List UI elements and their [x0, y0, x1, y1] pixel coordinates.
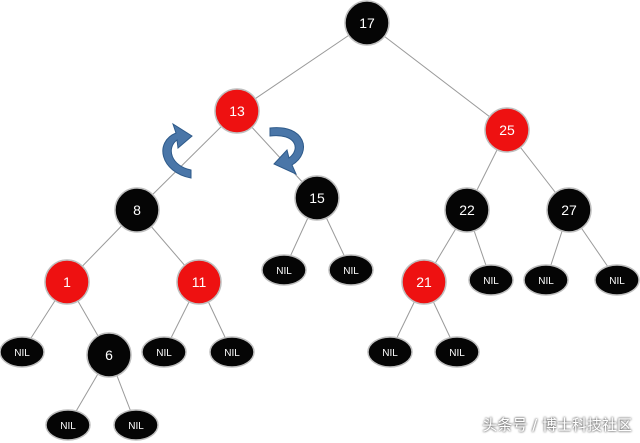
nil-label: NIL: [609, 276, 625, 287]
nil-leaf-shape: [523, 264, 569, 296]
node-label: 6: [105, 347, 113, 363]
nil-leaf-shape: [468, 264, 514, 296]
node-circle: [294, 175, 340, 221]
left-rotation-arrow-icon: [162, 122, 193, 179]
nil-leaf-shape: [45, 409, 91, 441]
tree-node-11: 11: [176, 259, 222, 305]
nil-leaf-shape: [434, 336, 480, 368]
nil-leaf-shape: [328, 254, 374, 286]
node-label: 11: [192, 274, 207, 290]
nil-leaf: NIL: [209, 336, 255, 368]
node-circle: [484, 107, 530, 153]
tree-node-1: 1: [44, 259, 90, 305]
tree-node-21: 21: [401, 259, 447, 305]
edge-n17-n13: [236, 22, 368, 112]
nil-leaf: NIL: [523, 264, 569, 296]
nil-leaf: NIL: [141, 336, 187, 368]
nil-label: NIL: [483, 276, 499, 287]
tree-node-27: 27: [546, 187, 592, 233]
node-label: 13: [229, 103, 245, 119]
edge-n17-n25: [366, 22, 508, 131]
nil-leaf-shape: [261, 254, 307, 286]
node-label: 15: [309, 190, 325, 206]
nil-label: NIL: [156, 348, 172, 359]
nil-leaf-shape: [209, 336, 255, 368]
nil-leaf-shape: [0, 336, 45, 368]
tree-node-22: 22: [444, 187, 490, 233]
node-circle: [176, 259, 222, 305]
nil-leaf-shape: [141, 336, 187, 368]
tree-node-15: 15: [294, 175, 340, 221]
nil-leaf: NIL: [45, 409, 91, 441]
nil-leaf-shape: [594, 264, 640, 296]
node-circle: [44, 259, 90, 305]
node-label: 17: [359, 15, 375, 31]
node-label: 22: [459, 202, 475, 218]
tree-node-8: 8: [114, 187, 160, 233]
tree-node-25: 25: [484, 107, 530, 153]
tree-node-6: 6: [86, 332, 132, 378]
node-label: 21: [416, 274, 432, 290]
node-label: 25: [499, 122, 515, 138]
nil-leaf: NIL: [0, 336, 45, 368]
node-label: 27: [561, 202, 577, 218]
rotation-arrows: [162, 122, 304, 179]
node-circle: [546, 187, 592, 233]
edge-n13-n8: [136, 110, 238, 211]
nil-label: NIL: [224, 348, 240, 359]
tree-node-17: 17: [344, 0, 390, 46]
nil-leaf: NIL: [328, 254, 374, 286]
nil-label: NIL: [276, 266, 292, 277]
nil-leaf: NIL: [434, 336, 480, 368]
right-rotation-arrow-icon: [269, 127, 304, 175]
nil-label: NIL: [60, 421, 76, 432]
nil-label: NIL: [128, 421, 144, 432]
node-label: 8: [133, 202, 141, 218]
nil-leaf: NIL: [113, 409, 159, 441]
node-circle: [86, 332, 132, 378]
node-circle: [401, 259, 447, 305]
nil-label: NIL: [14, 348, 30, 359]
watermark: 头条号 / 博士科技社区: [482, 416, 632, 434]
node-label: 1: [63, 274, 71, 290]
nil-label: NIL: [538, 276, 554, 287]
nil-leaf: NIL: [367, 336, 413, 368]
nil-leaf: NIL: [261, 254, 307, 286]
nil-label: NIL: [382, 348, 398, 359]
node-circle: [344, 0, 390, 46]
node-circle: [444, 187, 490, 233]
nil-label: NIL: [449, 348, 465, 359]
nil-leaf: NIL: [468, 264, 514, 296]
node-circle: [214, 88, 260, 134]
nil-leaf: NIL: [594, 264, 640, 296]
nil-leaf-shape: [113, 409, 159, 441]
nil-leaf-shape: [367, 336, 413, 368]
node-circle: [114, 187, 160, 233]
tree-node-13: 13: [214, 88, 260, 134]
nil-label: NIL: [343, 266, 359, 277]
